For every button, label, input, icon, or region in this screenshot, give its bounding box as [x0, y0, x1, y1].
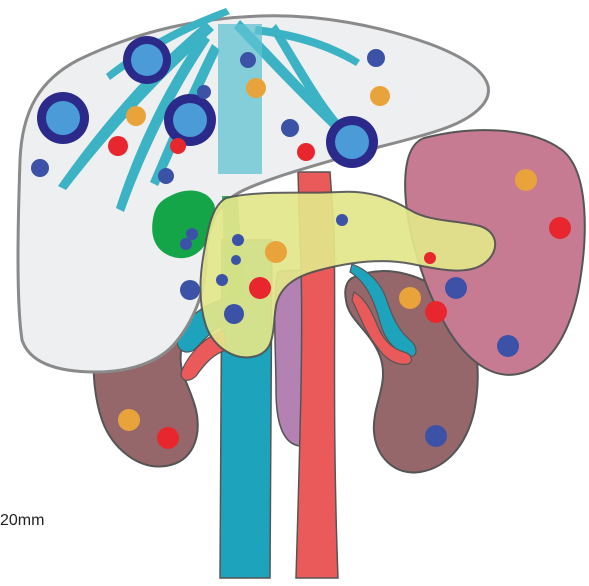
- scale-label: 20mm: [0, 512, 44, 530]
- portal-vein-trunk: [218, 24, 262, 174]
